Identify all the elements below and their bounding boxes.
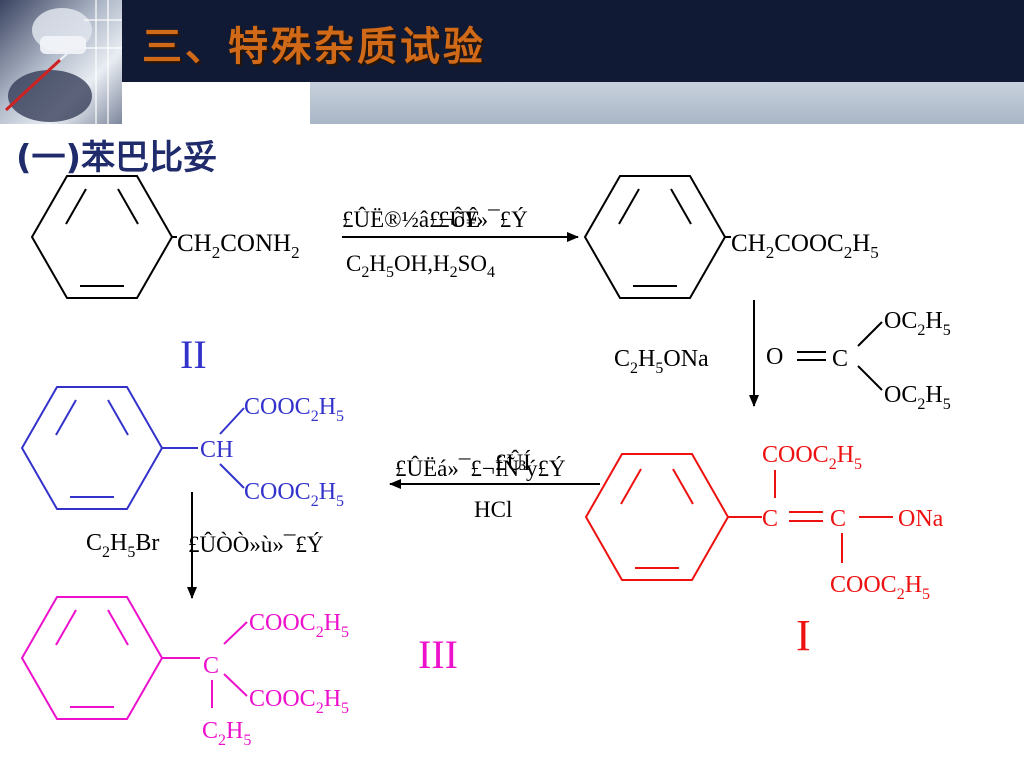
- step3-reagent-top: £ÛËá»¯£¬ÍÑ³ý£Ý: [395, 455, 566, 481]
- page-title: 三、特殊杂质试验: [142, 24, 486, 70]
- compound-i-carbon-1: C: [762, 506, 778, 532]
- compound-ii-label: II: [180, 332, 207, 377]
- compound-iii-carbon: C: [203, 653, 219, 679]
- step3-reagent-top-overlay: £ÛÍ: [495, 449, 531, 475]
- bond: [857, 321, 883, 347]
- benzene-ring: [20, 386, 164, 510]
- compound-iii-ethyl: C2H5: [202, 718, 251, 749]
- header-photo: [0, 0, 122, 124]
- step1-reagent-top-overlay: £ÛÊ: [438, 206, 480, 232]
- product-ethyl-phenylacetate: [583, 175, 731, 299]
- compound-iii-structure: [20, 596, 248, 720]
- step4-reagent-note: £ÛÒÒ»ù»¯£Ý: [188, 531, 324, 557]
- compound-iii-ester-top: COOC2H5: [249, 610, 349, 641]
- benzene-ring: [584, 453, 730, 581]
- compound-i-carbon-2: C: [830, 506, 846, 532]
- carbonate-oxygen: O: [766, 344, 783, 370]
- photo-illustration: [4, 0, 122, 124]
- compound-ii-ch: CH: [200, 437, 233, 463]
- bond: [857, 365, 883, 391]
- bond: [223, 673, 248, 697]
- compound-i-structure: [584, 453, 893, 581]
- compound-i-ona: ONa: [898, 506, 944, 532]
- carbonate-ethoxy-top: OC2H5: [884, 308, 951, 339]
- reactant-formula: CH2CONH2: [177, 230, 300, 262]
- header-band-blank: [122, 82, 310, 124]
- step2-reagent-ethoxide: C2H5ONa: [614, 346, 709, 377]
- reactant-phenylacetamide: [30, 175, 177, 299]
- step1-reagent-top: £ÛË®½â£¬õ¥»¯£Ý: [342, 206, 528, 232]
- step1-reagent-bottom: C2H5OH,H2SO4: [346, 251, 495, 281]
- carbonate-ethoxy-bottom: OC2H5: [884, 382, 951, 413]
- title-bar: [0, 0, 1024, 82]
- product-formula: CH2COOC2H5: [731, 230, 879, 262]
- compound-ii-ester-top: COOC2H5: [244, 394, 344, 425]
- bond: [219, 463, 245, 489]
- compound-ii-structure: [20, 386, 245, 510]
- bond: [223, 621, 248, 645]
- compound-iii-ester-right: COOC2H5: [249, 686, 349, 717]
- section-heading: (一)苯巴比妥: [16, 138, 218, 178]
- step4-reagent-bromide: C2H5Br: [86, 530, 159, 561]
- compound-i-label: I: [796, 611, 811, 660]
- compound-ii-ester-bottom: COOC2H5: [244, 479, 344, 510]
- step3-reagent-bottom: HCl: [474, 497, 512, 522]
- compound-i-ester-top: COOC2H5: [762, 442, 862, 473]
- benzene-ring: [30, 175, 174, 299]
- bond: [219, 407, 245, 435]
- compound-iii-label: III: [418, 632, 458, 677]
- benzene-ring: [583, 175, 727, 299]
- benzene-ring: [20, 596, 164, 720]
- compound-i-ester-bottom: COOC2H5: [830, 572, 930, 603]
- carbonate-carbon: C: [832, 346, 848, 372]
